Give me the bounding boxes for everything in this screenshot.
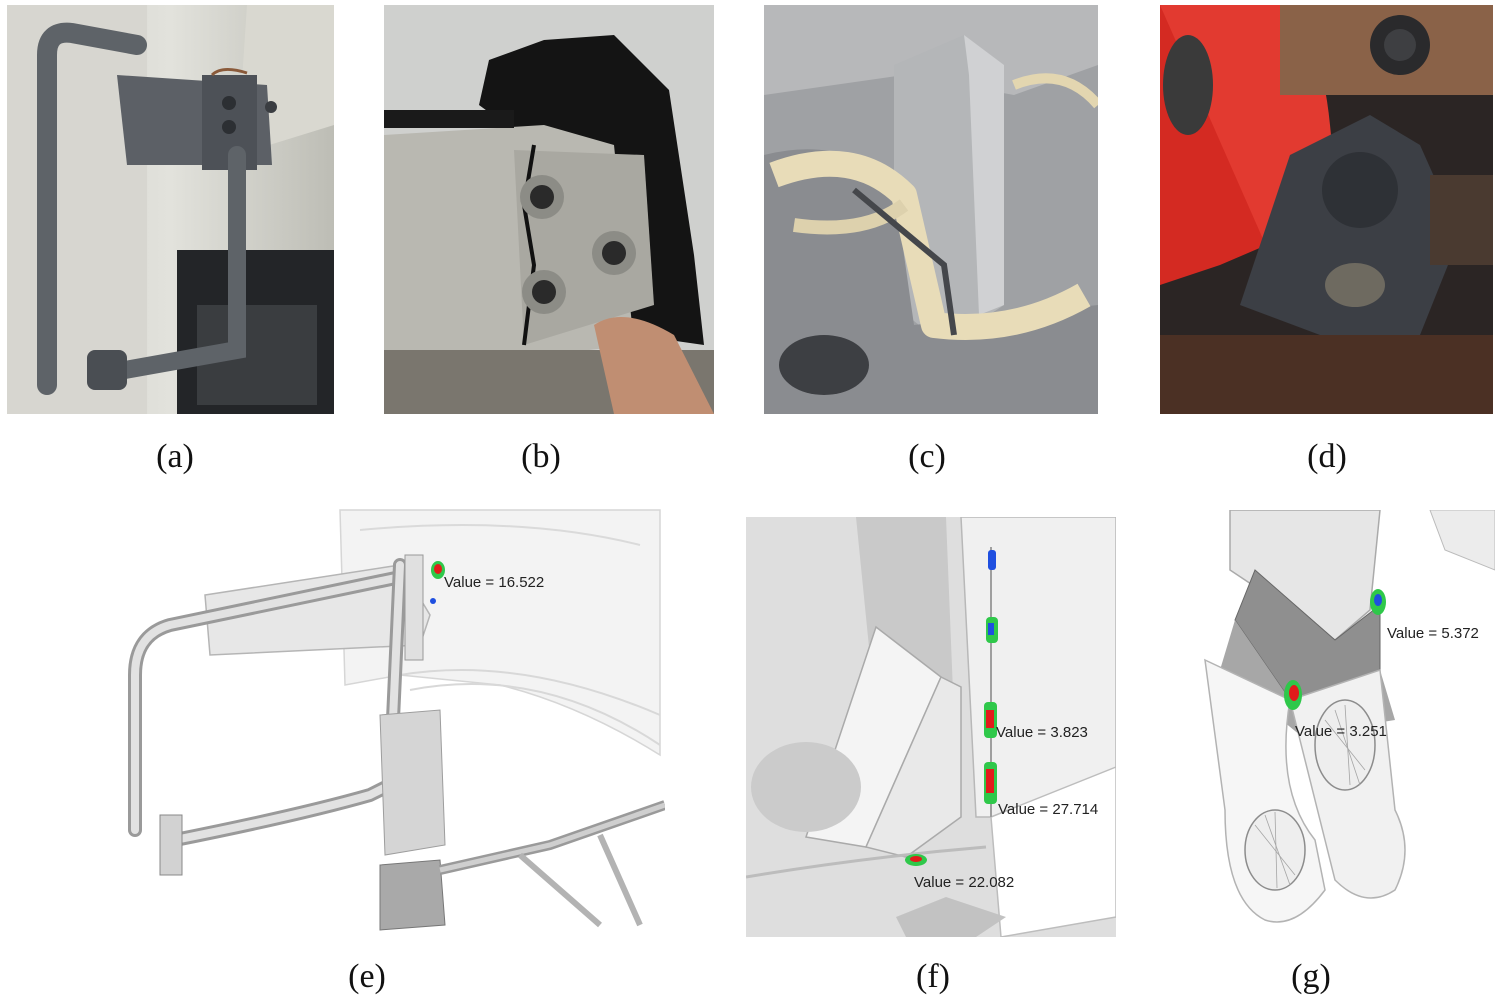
photo-panel-a bbox=[7, 5, 334, 414]
caption-c: (c) bbox=[908, 438, 946, 475]
value-label-g-1: Value = 5.372 bbox=[1387, 625, 1479, 642]
caption-f: (f) bbox=[916, 958, 950, 995]
caption-e: (e) bbox=[348, 958, 386, 995]
value-label-e-1: Value = 16.522 bbox=[444, 574, 544, 591]
photo-panel-c bbox=[764, 5, 1098, 414]
stress-hotspot-e bbox=[430, 561, 445, 604]
caption-b: (b) bbox=[521, 438, 561, 475]
stress-hotspots-f bbox=[905, 550, 998, 866]
photo-panel-d bbox=[1160, 5, 1493, 414]
fe-panel-e: Value = 16.522 bbox=[100, 505, 665, 935]
value-label-f-2: Value = 27.714 bbox=[998, 801, 1098, 818]
value-label-f-1: Value = 3.823 bbox=[996, 724, 1088, 741]
stress-hotspots-g bbox=[1284, 589, 1386, 710]
photo-panel-b bbox=[384, 5, 714, 414]
fe-panel-g: Value = 5.372 Value = 3.251 bbox=[1195, 510, 1495, 940]
caption-g: (g) bbox=[1291, 958, 1331, 995]
caption-d: (d) bbox=[1307, 438, 1347, 475]
caption-a: (a) bbox=[156, 438, 194, 475]
value-label-f-3: Value = 22.082 bbox=[914, 874, 1014, 891]
value-label-g-2: Value = 3.251 bbox=[1295, 723, 1387, 740]
fe-panel-f: Value = 3.823 Value = 27.714 Value = 22.… bbox=[746, 517, 1116, 937]
